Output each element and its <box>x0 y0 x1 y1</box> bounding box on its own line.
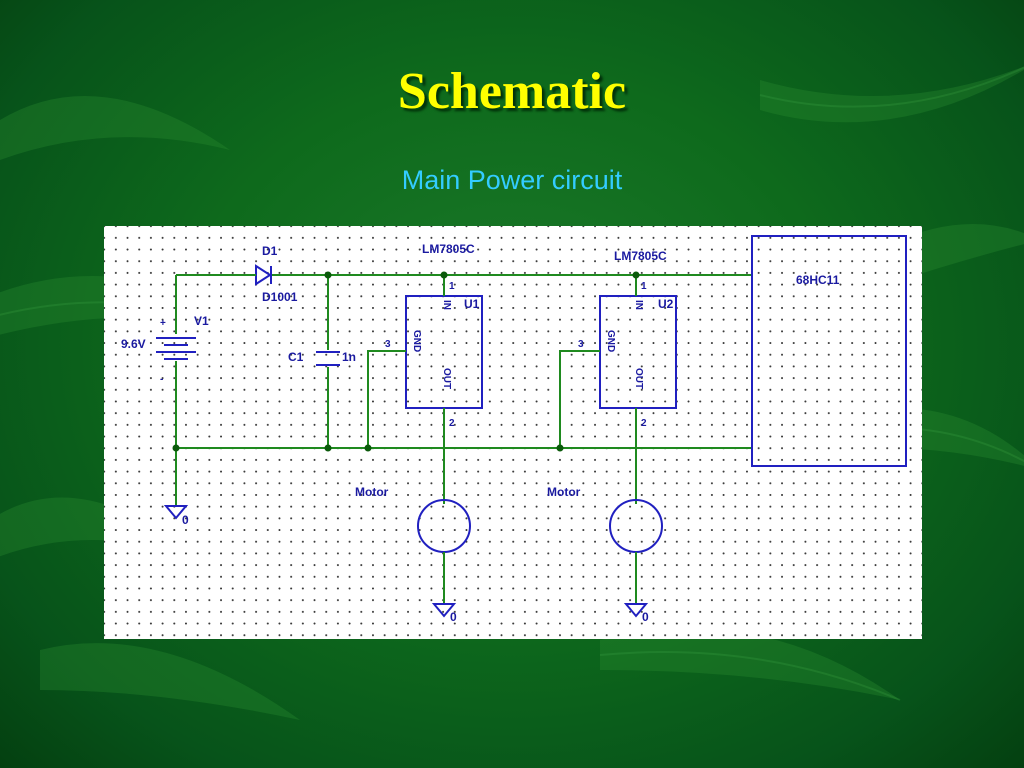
u2-gnd-label: GND <box>605 330 616 352</box>
u2-pin3: 3 <box>578 339 584 350</box>
u2-ref: U2 <box>658 297 674 311</box>
motor2-symbol <box>609 499 663 553</box>
u1-part: LM7805C <box>422 242 475 256</box>
u2-pin1: 1 <box>641 281 647 292</box>
u2-pin2: 2 <box>641 418 647 429</box>
cap-ref: C1 <box>288 350 304 364</box>
cap-value: 1n <box>342 350 356 364</box>
battery-minus: - <box>160 374 163 385</box>
battery-plus: + <box>160 318 166 329</box>
junction-nodes <box>172 271 640 452</box>
diode-symbol <box>244 264 272 286</box>
diode-part: D1001 <box>262 290 298 304</box>
battery-value: 9.6V <box>121 337 146 351</box>
diode-ref: D1 <box>262 244 278 258</box>
schematic-drawing: + - V1 9.6V 0 D1 D1001 C1 1n LM7805C U1 … <box>121 235 907 624</box>
mcu-box <box>751 235 907 467</box>
battery-ref: V1 <box>194 314 209 328</box>
u2-part: LM7805C <box>614 249 667 263</box>
u1-in-label: IN <box>441 300 452 310</box>
u1-pin3: 3 <box>385 339 391 350</box>
u1-out-label: OUT <box>441 368 452 389</box>
slide-subtitle: Main Power circuit <box>401 165 623 195</box>
u1-pin1: 1 <box>449 281 455 292</box>
u1-pin2: 2 <box>449 418 455 429</box>
schematic-panel: + - V1 9.6V 0 D1 D1001 C1 1n LM7805C U1 … <box>104 226 922 639</box>
u1-gnd-wire <box>367 350 406 448</box>
ground-symbol-2 <box>431 603 457 618</box>
ground-label-3: 0 <box>642 610 649 624</box>
u2-out-label: OUT <box>633 368 644 389</box>
motor1-label: Motor <box>355 485 389 499</box>
u1-gnd-label: GND <box>411 330 422 352</box>
u2-in-label: IN <box>633 300 644 310</box>
u2-gnd-wire <box>559 350 600 448</box>
u1-ref: U1 <box>464 297 480 311</box>
slide-title: Schematic <box>397 63 627 120</box>
ground-label-2: 0 <box>450 610 457 624</box>
ground-symbol-3 <box>623 603 649 618</box>
mcu-label: 68HC11 <box>796 273 840 287</box>
ground-label-1: 0 <box>182 513 189 527</box>
motor2-label: Motor <box>547 485 581 499</box>
battery-symbol <box>156 337 196 360</box>
ground-symbol-1 <box>163 505 189 520</box>
motor1-symbol <box>417 499 471 553</box>
